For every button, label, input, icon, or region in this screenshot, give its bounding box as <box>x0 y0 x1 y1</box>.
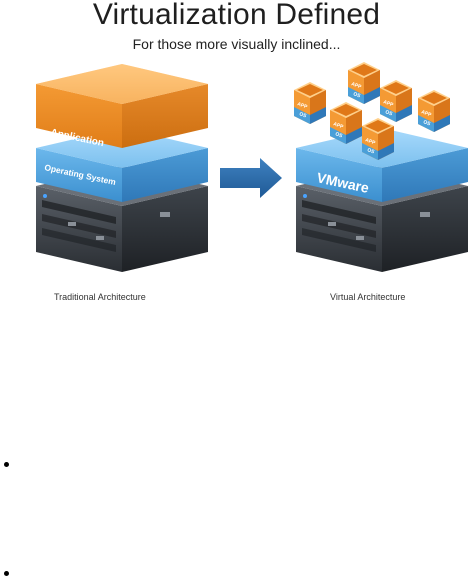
transition-arrow <box>220 158 282 198</box>
vm-app-label: APP <box>332 121 344 130</box>
list-bullet <box>4 571 9 576</box>
virtual-caption: Virtual Architecture <box>330 292 406 302</box>
vm-os-label: OS <box>334 131 343 139</box>
vm-os-label: OS <box>384 109 393 117</box>
server-base-right <box>296 166 468 272</box>
traditional-caption: Traditional Architecture <box>54 292 146 302</box>
vm-app-label: APP <box>382 99 394 108</box>
vm-os-label: OS <box>366 147 375 155</box>
page-title: Virtualization Defined <box>92 0 381 31</box>
vm-app-label: APP <box>420 109 432 118</box>
vm-os-label: OS <box>352 91 361 99</box>
application-layer <box>36 64 208 148</box>
list-bullet <box>4 462 9 467</box>
vm-app-label: APP <box>296 101 308 110</box>
vm-app-label: APP <box>350 81 362 90</box>
vm-os-label: OS <box>422 119 431 127</box>
traditional-architecture: Application Operating System <box>36 64 208 272</box>
page-subtitle: For those more visually inclined... <box>132 36 341 52</box>
vm-os-label: OS <box>298 111 307 119</box>
vm-app-label: APP <box>364 137 376 146</box>
